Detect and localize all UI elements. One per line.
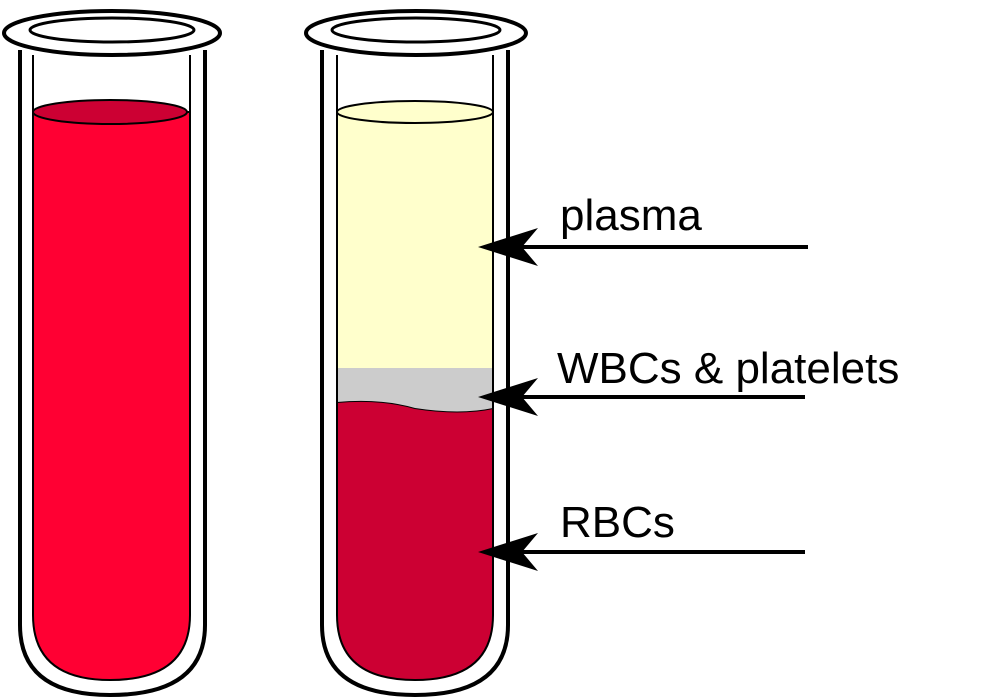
buffy-coat-callout: WBCs & platelets — [478, 344, 899, 416]
whole-blood-tube-inner-wall — [32, 55, 191, 112]
plasma-surface — [336, 100, 494, 124]
plasma-arrow-head — [478, 228, 538, 266]
plasma-label: plasma — [560, 191, 702, 240]
whole-blood-surface — [32, 99, 188, 125]
whole-blood-fill — [32, 111, 191, 682]
plasma-callout: plasma — [478, 191, 808, 266]
rbc-arrow-head — [478, 533, 538, 571]
plasma-layer — [337, 112, 493, 368]
whole-blood-tube — [2, 9, 222, 698]
centrifuged-tube-rim-inner — [330, 16, 502, 44]
buffy-coat-arrow-head — [478, 378, 538, 416]
rbc-callout: RBCs — [478, 498, 805, 571]
buffy-coat-layer — [337, 368, 493, 412]
centrifuged-tube-inner-wall — [336, 55, 494, 615]
rbc-layer — [336, 399, 494, 682]
whole-blood-tube-rim-inner — [28, 16, 196, 44]
rbc-label: RBCs — [560, 498, 675, 547]
centrifuged-tube — [304, 9, 528, 698]
buffy-coat-label: WBCs & platelets — [557, 344, 899, 393]
